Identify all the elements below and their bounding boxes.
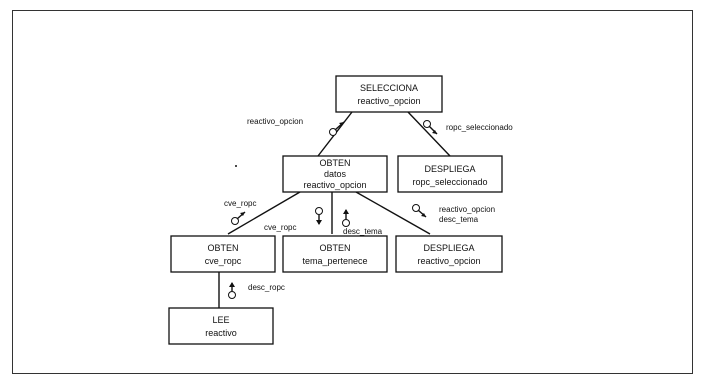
flow-label-desc-tema: desc_tema [343, 227, 383, 236]
module-obten-cve-name: OBTEN [207, 243, 238, 253]
module-selecciona-name: SELECCIONA [360, 83, 418, 93]
module-obten-cve: OBTEN cve_ropc [170, 235, 276, 273]
flow-label-cve-ropc-mid: cve_ropc [264, 223, 296, 232]
data-couple-icon [315, 207, 323, 225]
stray-dot [235, 165, 237, 167]
module-selecciona-sub: reactivo_opcion [357, 96, 420, 106]
data-couple-icon [423, 120, 438, 135]
data-couple-icon [342, 209, 350, 227]
module-lee-name: LEE [212, 315, 229, 325]
module-lee-sub: reactivo [205, 328, 237, 338]
edge-selecciona-despliega [407, 111, 451, 157]
module-obten-datos: OBTEN datos reactivo_opcion [282, 155, 388, 193]
module-obten-datos-sub: datos [324, 169, 347, 179]
edge-obten-datos-obten-cve [227, 191, 301, 235]
module-despliega-reactivo-name: DESPLIEGA [423, 243, 474, 253]
flow-label-cve-ropc-left: cve_ropc [224, 199, 256, 208]
module-despliega-reactivo: DESPLIEGA reactivo_opcion [395, 235, 503, 273]
flow-label-ropc-seleccionado: ropc_seleccionado [446, 123, 513, 132]
module-obten-cve-sub: cve_ropc [205, 256, 242, 266]
edge-obten-datos-despliega-reactivo [355, 191, 431, 235]
flow-label-reactivo-opcion: reactivo_opcion [247, 117, 303, 126]
module-despliega-reactivo-sub: reactivo_opcion [417, 256, 480, 266]
data-couple-icon [231, 211, 246, 225]
module-obten-datos-name: OBTEN [319, 158, 350, 168]
flow-label-desc-ropc: desc_ropc [248, 283, 285, 292]
data-couple-icon [228, 282, 236, 299]
module-obten-tema: OBTEN tema_pertenece [282, 235, 388, 273]
module-despliega-ropc-sub: ropc_seleccionado [412, 177, 487, 187]
flow-label-desc-tema-right: desc_tema [439, 215, 479, 224]
data-couple-icon [329, 121, 345, 136]
diagram-frame [12, 10, 693, 374]
module-obten-datos-sub2: reactivo_opcion [303, 180, 366, 190]
data-couple-icon [412, 204, 427, 218]
module-lee: LEE reactivo [168, 307, 274, 345]
flow-label-reactivo-opcion-right: reactivo_opcion [439, 205, 495, 214]
module-obten-tema-name: OBTEN [319, 243, 350, 253]
module-despliega-ropc: DESPLIEGA ropc_seleccionado [397, 155, 503, 193]
module-selecciona: SELECCIONA reactivo_opcion [335, 75, 443, 113]
module-despliega-ropc-name: DESPLIEGA [424, 164, 475, 174]
module-obten-tema-sub: tema_pertenece [302, 256, 367, 266]
